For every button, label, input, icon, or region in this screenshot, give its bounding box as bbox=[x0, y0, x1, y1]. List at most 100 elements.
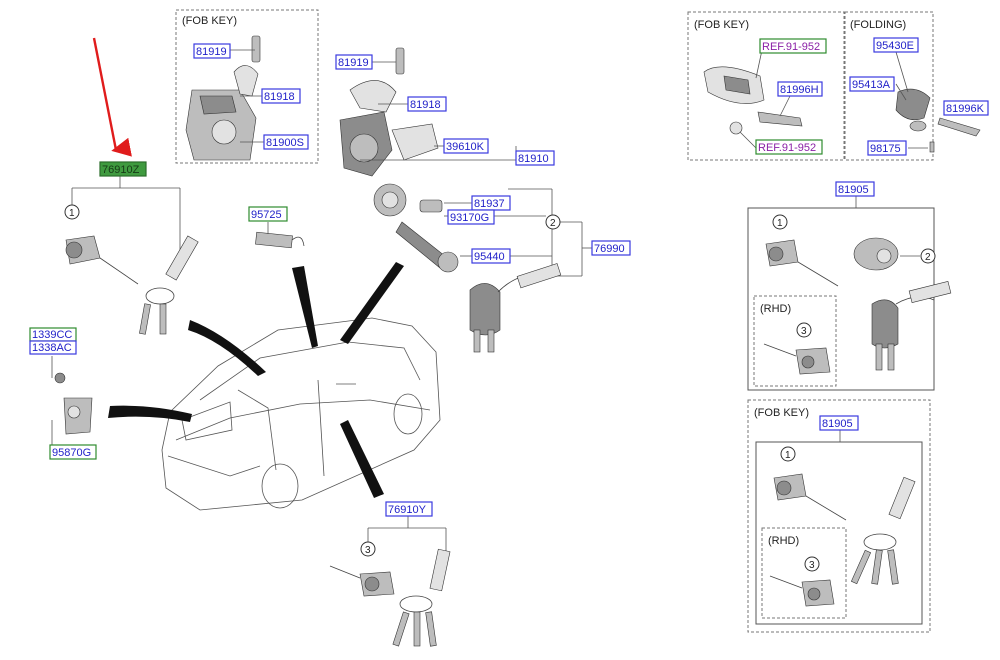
section-label-rhd-lower: (RHD) bbox=[768, 535, 799, 547]
vehicle-outline-image bbox=[161, 317, 441, 511]
svg-text:81937: 81937 bbox=[474, 198, 505, 210]
callout-3-right-lower: 3 bbox=[804, 556, 820, 572]
part-label-76910y[interactable]: 76910Y bbox=[385, 501, 433, 517]
fob-key-lock-set-box bbox=[755, 441, 923, 625]
smart-key-fob-image bbox=[703, 66, 803, 135]
callout-1-right-upper: 1 bbox=[772, 214, 788, 230]
part-label-81919-a[interactable]: 81919 bbox=[193, 43, 231, 59]
key-set-image bbox=[139, 235, 199, 335]
part-label-1338ac[interactable]: 1338AC bbox=[29, 340, 77, 355]
svg-text:81918: 81918 bbox=[410, 99, 441, 111]
svg-text:81918: 81918 bbox=[264, 91, 295, 103]
fob-key-reference-box bbox=[687, 11, 845, 161]
part-label-81919-b[interactable]: 81919 bbox=[335, 54, 373, 70]
part-label-81918-a[interactable]: 81918 bbox=[261, 88, 301, 104]
key-set-bottom-image bbox=[392, 548, 451, 647]
callout-3-bottom: 3 bbox=[360, 541, 376, 557]
section-label-folding: (FOLDING) bbox=[850, 19, 906, 31]
part-label-1339cc[interactable]: 1339CC bbox=[29, 327, 77, 342]
antenna-module-image bbox=[255, 231, 305, 249]
part-label-81905-b[interactable]: 81905 bbox=[819, 415, 859, 431]
key-set-image-lower bbox=[850, 476, 916, 585]
svg-text:76910Z: 76910Z bbox=[102, 164, 140, 176]
part-label-93170g[interactable]: 93170G bbox=[447, 209, 495, 225]
svg-text:81910: 81910 bbox=[518, 153, 549, 165]
part-label-95725[interactable]: 95725 bbox=[248, 206, 288, 222]
part-label-95413a[interactable]: 95413A bbox=[849, 76, 895, 92]
part-label-81900s[interactable]: 81900S bbox=[263, 134, 309, 150]
callout-1-left: 1 bbox=[64, 204, 80, 220]
part-label-76910z[interactable]: 76910Z bbox=[99, 161, 147, 177]
pointer-wedge-ignition bbox=[340, 262, 404, 344]
svg-text:REF.91-952: REF.91-952 bbox=[762, 41, 820, 53]
lock-cylinder-image-right bbox=[765, 239, 839, 287]
fob-key-lock-set-outer-box bbox=[747, 399, 931, 633]
svg-text:1: 1 bbox=[777, 218, 783, 229]
door-lock-cylinder-image bbox=[65, 235, 139, 285]
svg-text:76990: 76990 bbox=[594, 243, 625, 255]
part-label-ref-91-952-a[interactable]: REF.91-952 bbox=[759, 38, 827, 54]
part-label-76990[interactable]: 76990 bbox=[591, 240, 631, 256]
svg-text:81996K: 81996K bbox=[946, 103, 985, 115]
svg-text:81900S: 81900S bbox=[266, 137, 304, 149]
part-label-81918-b[interactable]: 81918 bbox=[407, 96, 447, 112]
rhd-box-upper bbox=[753, 295, 837, 387]
svg-text:81919: 81919 bbox=[196, 46, 227, 58]
svg-text:93170G: 93170G bbox=[450, 212, 489, 224]
callout-2-right-upper: 2 bbox=[920, 248, 936, 264]
sensor-bracket-image bbox=[54, 372, 93, 435]
part-label-81905-a[interactable]: 81905 bbox=[835, 181, 875, 197]
svg-text:3: 3 bbox=[801, 326, 807, 337]
svg-text:2: 2 bbox=[550, 218, 556, 229]
rhd-cylinder-image-upper bbox=[763, 343, 831, 375]
svg-text:95430E: 95430E bbox=[876, 40, 914, 52]
svg-text:76910Y: 76910Y bbox=[388, 504, 427, 516]
callout-2-mid: 2 bbox=[545, 214, 561, 230]
svg-text:3: 3 bbox=[809, 560, 815, 571]
part-label-81996k[interactable]: 81996K bbox=[943, 100, 989, 116]
part-label-81996h[interactable]: 81996H bbox=[777, 81, 823, 97]
callout-3-right-upper: 3 bbox=[796, 322, 812, 338]
part-label-98175[interactable]: 98175 bbox=[867, 140, 907, 156]
section-label-fob-key-lower: (FOB KEY) bbox=[754, 407, 809, 419]
rhd-cylinder-image-lower bbox=[769, 575, 835, 607]
svg-text:2: 2 bbox=[925, 252, 931, 263]
svg-text:95440: 95440 bbox=[474, 251, 505, 263]
svg-text:1339CC: 1339CC bbox=[32, 329, 72, 341]
part-label-95430e[interactable]: 95430E bbox=[873, 37, 919, 53]
pointer-wedge-tailgate bbox=[108, 405, 192, 422]
section-label-fob-key-right: (FOB KEY) bbox=[694, 19, 749, 31]
part-label-39610k[interactable]: 39610K bbox=[443, 138, 489, 154]
rear-lock-cylinder-image bbox=[329, 565, 395, 597]
lock-set-box bbox=[747, 207, 935, 391]
part-label-81910[interactable]: 81910 bbox=[515, 150, 555, 166]
trunk-lock-image-right bbox=[853, 237, 899, 271]
svg-text:95725: 95725 bbox=[251, 209, 282, 221]
svg-text:1338AC: 1338AC bbox=[32, 342, 72, 354]
svg-text:1: 1 bbox=[69, 208, 75, 219]
ignition-lock-assembly-image bbox=[185, 35, 261, 161]
section-label-rhd-upper: (RHD) bbox=[760, 303, 791, 315]
pointer-wedge-driver-door bbox=[340, 420, 384, 498]
part-label-95440[interactable]: 95440 bbox=[471, 248, 511, 264]
svg-text:39610K: 39610K bbox=[446, 141, 485, 153]
fob-key-with-tag-image bbox=[469, 263, 562, 353]
svg-text:81905: 81905 bbox=[822, 418, 853, 430]
svg-text:95413A: 95413A bbox=[852, 79, 891, 91]
fob-key-group-box bbox=[175, 9, 319, 164]
callout-1-right-lower: 1 bbox=[780, 446, 796, 462]
section-label-fob-key: (FOB KEY) bbox=[182, 15, 237, 27]
pointer-wedge-door bbox=[188, 320, 266, 376]
svg-text:81919: 81919 bbox=[338, 57, 369, 69]
svg-text:REF.91-952: REF.91-952 bbox=[758, 142, 816, 154]
pointer-wedge-roof bbox=[292, 266, 318, 348]
svg-text:3: 3 bbox=[365, 545, 371, 556]
part-label-95870g[interactable]: 95870G bbox=[49, 444, 97, 460]
svg-text:1: 1 bbox=[785, 450, 791, 461]
svg-text:81996H: 81996H bbox=[780, 84, 819, 96]
part-label-ref-91-952-b[interactable]: REF.91-952 bbox=[755, 139, 823, 155]
pointer-arrow bbox=[92, 37, 132, 157]
fob-key-image-right bbox=[871, 280, 952, 371]
part-label-81937[interactable]: 81937 bbox=[471, 195, 511, 211]
